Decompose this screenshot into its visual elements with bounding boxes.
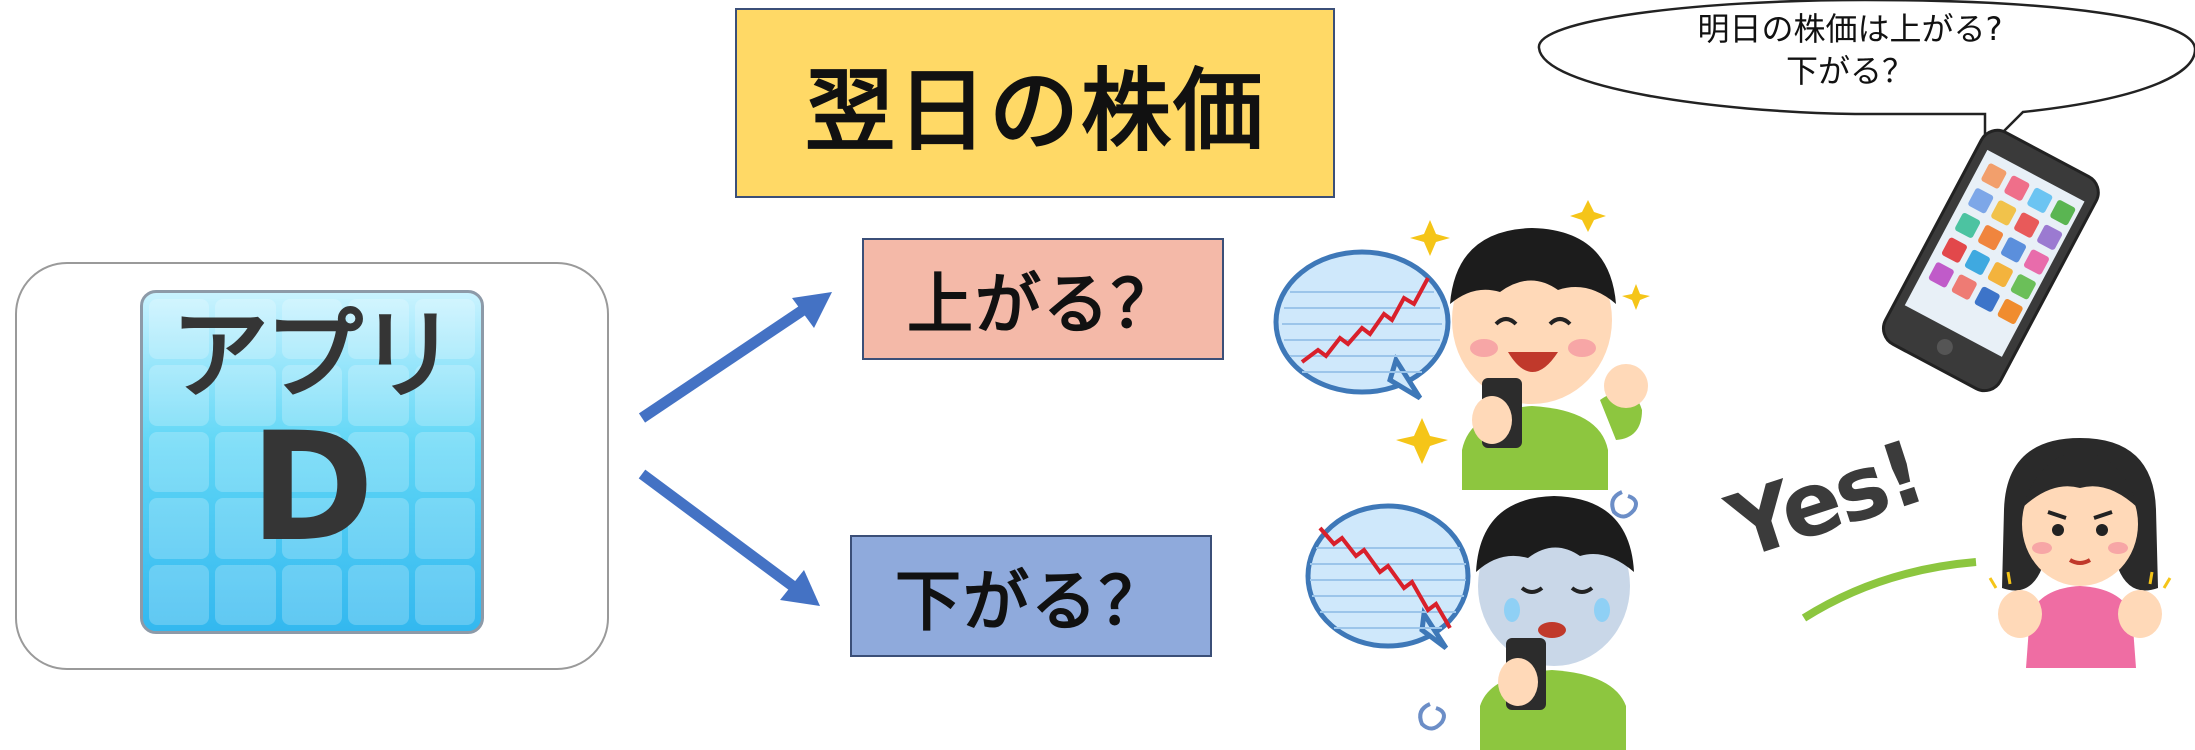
down-choice-label: 下がる？	[895, 563, 1167, 640]
rising-chart-bubble	[1273, 249, 1451, 401]
app-icon-label-line2: D	[249, 401, 375, 575]
speech-bubble-line2: 下がる？	[1785, 52, 1914, 90]
page-title: 翌日の株価	[805, 59, 1265, 164]
sad-man-illustration	[1305, 490, 1638, 750]
app-icon-tile-grid	[143, 293, 481, 631]
swirl-icons	[1418, 490, 1638, 731]
up-choice-box: 上がる？	[862, 238, 1224, 360]
happy-man-illustration	[1273, 200, 1650, 490]
app-icon-label-line1: アプリ	[170, 299, 457, 413]
arrow-down	[638, 469, 820, 606]
app-icon-label: アプリ D	[143, 307, 481, 563]
woman-illustration	[1988, 438, 2172, 668]
falling-chart-bubble	[1305, 503, 1471, 650]
speech-bubble-line1: 明日の株価は上がる?	[1697, 10, 2003, 48]
app-grid-icons	[1928, 163, 2076, 324]
happy-man-figure	[1450, 228, 1648, 490]
up-choice-label: 上がる？	[907, 266, 1179, 343]
smartphone-illustration	[1881, 128, 2100, 393]
sad-man-figure	[1476, 496, 1634, 750]
title-box: 翌日の株価	[735, 8, 1335, 198]
down-choice-box: 下がる？	[850, 535, 1212, 657]
app-d-icon: アプリ D	[140, 290, 484, 634]
speech-bubble-text: 明日の株価は上がる? 下がる？	[1640, 8, 2060, 92]
sparkle-icons	[1396, 200, 1650, 464]
yes-swoosh	[1801, 558, 1977, 622]
arrow-up	[638, 292, 832, 423]
speech-bubble	[1537, 0, 2195, 154]
